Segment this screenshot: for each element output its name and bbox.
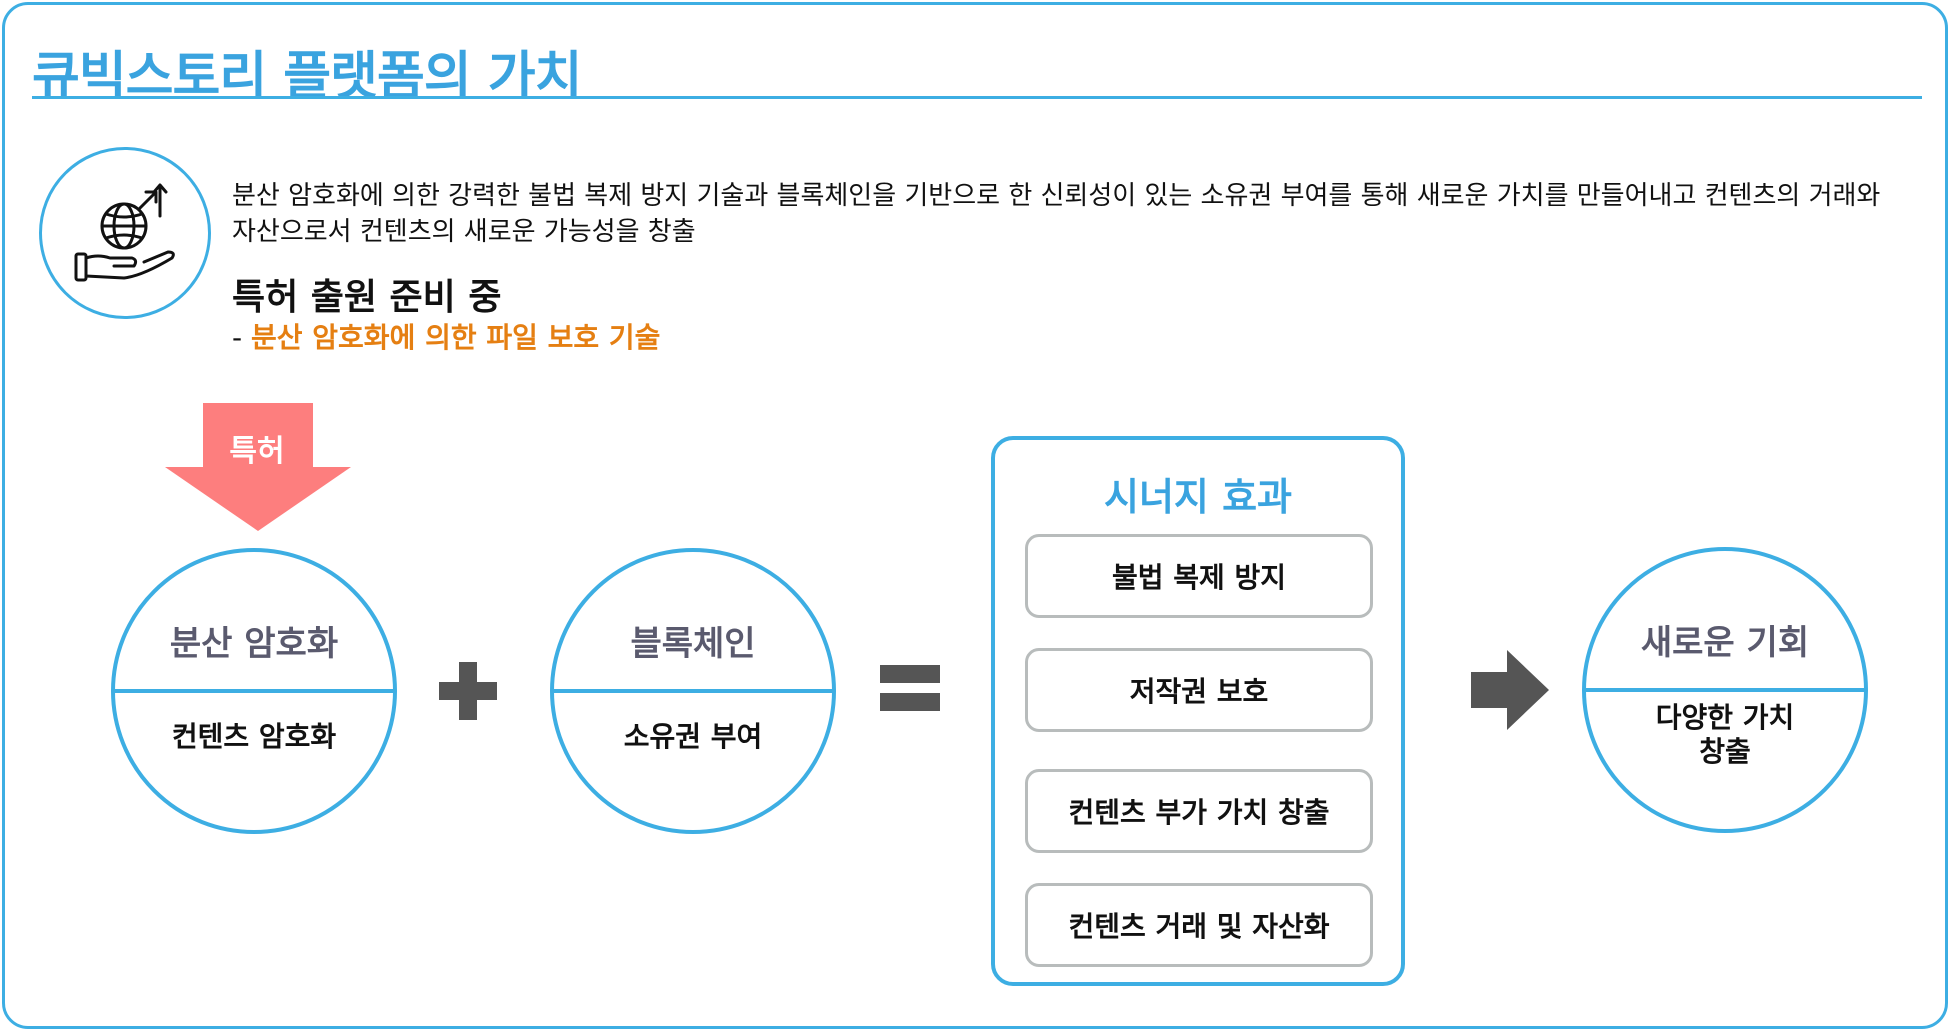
circle-subtitle: 컨텐츠 암호화 [171, 720, 337, 753]
synergy-item: 컨텐츠 거래 및 자산화 [1025, 883, 1373, 967]
circle-divider [1586, 688, 1864, 692]
circle-subtitle: 다양한 가치 창출 [1586, 701, 1864, 769]
synergy-item: 컨텐츠 부가 가치 창출 [1025, 769, 1373, 853]
circle-distributed-encryption: 분산 암호화 컨텐츠 암호화 [111, 548, 397, 834]
patent-item-dash: - [232, 321, 252, 354]
circle-subtitle-line: 다양한 가치 [1655, 701, 1795, 734]
synergy-box: 시너지 효과 불법 복제 방지 저작권 보호 컨텐츠 부가 가치 창출 컨텐츠 … [991, 436, 1405, 986]
circle-title: 블록체인 [630, 624, 756, 664]
patent-arrow-label: 특허 [229, 434, 285, 469]
patent-item: - 분산 암호화에 의한 파일 보호 기술 [232, 316, 660, 356]
synergy-item: 저작권 보호 [1025, 648, 1373, 732]
circle-blockchain: 블록체인 소유권 부여 [550, 548, 836, 834]
circle-subtitle-line: 창출 [1699, 735, 1751, 768]
circle-divider [554, 689, 832, 693]
synergy-item: 불법 복제 방지 [1025, 534, 1373, 618]
arrow-right-icon [1471, 650, 1549, 730]
synergy-title: 시너지 효과 [1103, 475, 1293, 519]
circle-divider [115, 689, 393, 693]
patent-item-text: 분산 암호화에 의한 파일 보호 기술 [251, 321, 661, 354]
plus-icon [439, 662, 497, 720]
patent-arrow-down-icon [165, 403, 351, 531]
intro-icon-circle [39, 147, 211, 319]
patent-status-title: 특허 출원 준비 중 [232, 277, 502, 318]
globe-hand-growth-icon [74, 183, 175, 282]
title-underline [32, 96, 1922, 99]
circle-new-opportunity: 새로운 기회 다양한 가치 창출 [1582, 547, 1868, 833]
intro-description: 분산 암호화에 의한 강력한 불법 복제 방지 기술과 블록체인을 기반으로 한… [232, 181, 1881, 247]
circle-title: 새로운 기회 [1640, 623, 1810, 663]
equals-icon [880, 665, 940, 711]
circle-subtitle: 소유권 부여 [623, 720, 763, 753]
circle-title: 분산 암호화 [169, 624, 339, 664]
